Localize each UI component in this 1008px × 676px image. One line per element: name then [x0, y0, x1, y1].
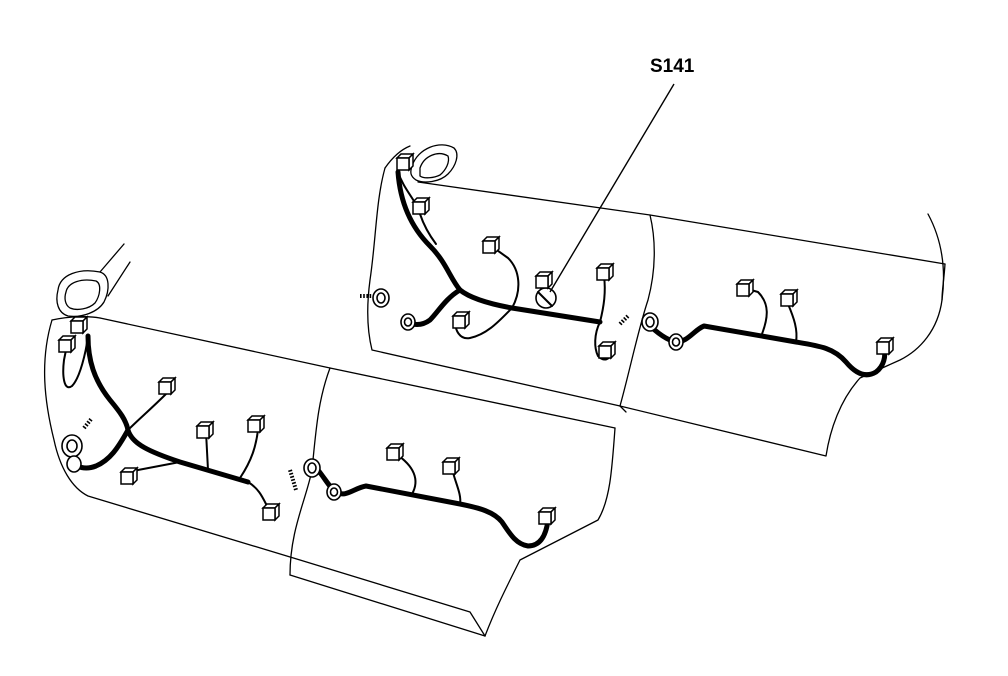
splice-label: S141 [650, 56, 695, 77]
connector-icon [195, 420, 215, 440]
connector-icon [595, 262, 615, 282]
connector-group [57, 152, 895, 526]
upper-door-assembly [360, 144, 946, 457]
connector-icon [157, 376, 177, 396]
connector-icon [57, 334, 77, 354]
upper-front-harness [360, 169, 613, 361]
upper-side-mirror [410, 144, 458, 183]
connector-icon [119, 466, 139, 486]
connector-icon [411, 196, 431, 216]
lower-rear-door-outline [484, 427, 616, 637]
lower-front-grommet [61, 434, 83, 473]
connector-icon [385, 442, 405, 462]
connector-icon [451, 310, 471, 330]
upper-rear-harness [618, 287, 888, 378]
upper-door-gap [619, 214, 655, 407]
callout-leader-line [549, 83, 675, 293]
splice-callout: S141 [549, 56, 695, 293]
connector-icon [441, 456, 461, 476]
lower-door-assembly [43, 243, 616, 637]
connector-icon [69, 315, 89, 335]
connector-icon [395, 152, 415, 172]
lower-rear-grommet [303, 458, 342, 501]
connector-icon [246, 414, 266, 434]
connector-icon [735, 278, 755, 298]
connector-icon [261, 502, 281, 522]
connector-icon [537, 506, 557, 526]
upper-rear-grommet [641, 312, 684, 351]
upper-front-grommet [372, 288, 416, 331]
splice-s141-marker [535, 287, 557, 309]
connector-icon [597, 340, 617, 360]
connector-icon [779, 288, 799, 308]
lower-front-harness [62, 333, 269, 513]
connector-icon [534, 270, 554, 290]
lower-rear-harness [288, 453, 551, 549]
upper-rear-door-outline [619, 213, 945, 457]
lower-side-mirror [56, 243, 131, 318]
connector-icon [875, 336, 895, 356]
connector-icon [481, 235, 501, 255]
